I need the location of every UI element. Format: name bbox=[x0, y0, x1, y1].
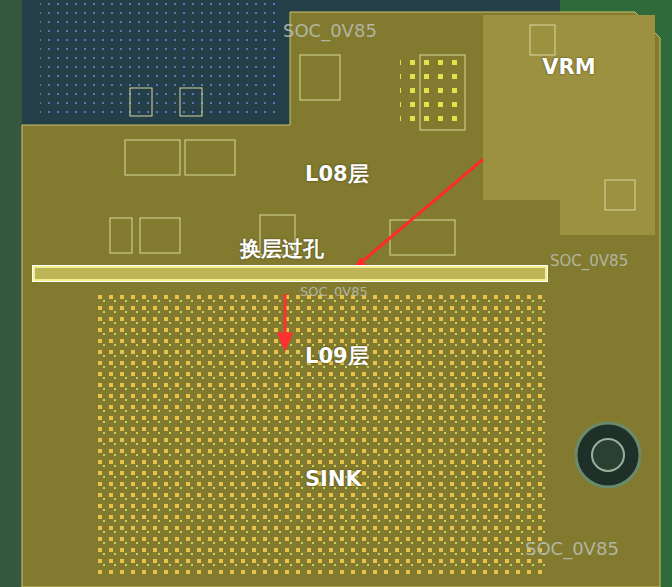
vrm-pads bbox=[400, 60, 460, 130]
part-label: SINK bbox=[305, 467, 362, 491]
node-label: VRM bbox=[542, 55, 595, 79]
net-name: SOC_0V85 bbox=[300, 284, 368, 299]
mount-hole bbox=[576, 423, 640, 487]
copper-plane bbox=[22, 12, 660, 587]
via-strip: 换层过孔 bbox=[33, 266, 547, 281]
left-strip bbox=[0, 0, 22, 587]
mount-hole-inner bbox=[592, 439, 624, 471]
vrm-region: VRM bbox=[483, 15, 655, 200]
net-name: SOC_0V85 bbox=[283, 20, 377, 41]
leader-arrow bbox=[279, 294, 291, 348]
bga-pads bbox=[95, 292, 545, 574]
components bbox=[110, 25, 635, 255]
vrm-region bbox=[483, 15, 655, 235]
net-name: SOC_0V85 bbox=[550, 252, 628, 270]
net-name: SOC_0V85 bbox=[525, 538, 619, 559]
blue-pads bbox=[40, 0, 280, 120]
layer-label: L09层 bbox=[305, 342, 369, 370]
layer-label: L08层 bbox=[305, 160, 369, 188]
callout-arrow bbox=[357, 159, 483, 266]
node-label: 换层过孔 bbox=[240, 235, 324, 263]
